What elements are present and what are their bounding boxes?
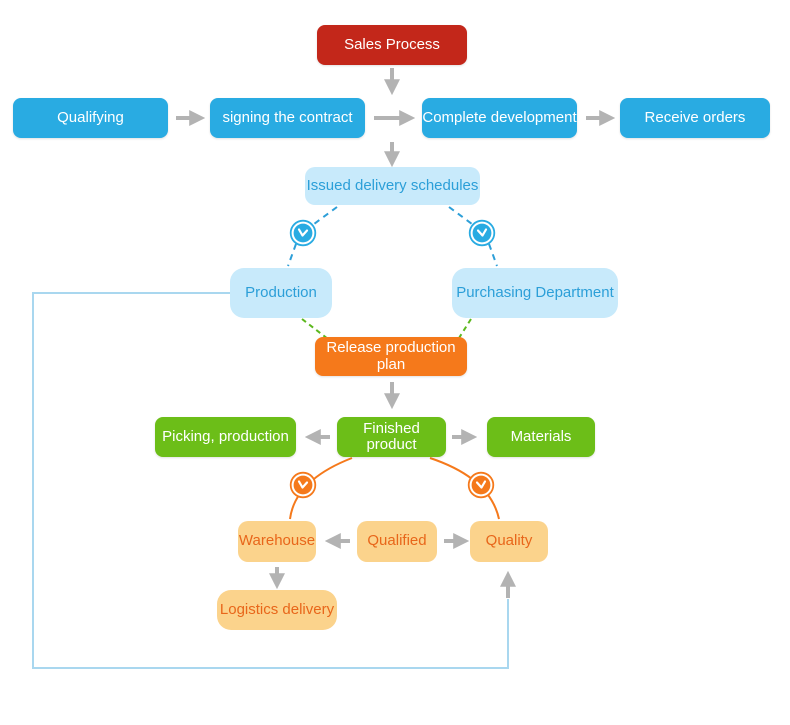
dash-clock-left-to-production: [287, 243, 297, 267]
node-complete-development: Complete development: [422, 98, 577, 138]
dash-issued-to-clock-left: [313, 206, 338, 225]
node-production: Production: [230, 268, 332, 318]
dash-purchasing-to-release: [458, 318, 472, 339]
node-materials: Materials: [487, 417, 595, 457]
node-picking-production: Picking, production: [155, 417, 296, 457]
node-quality: Quality: [470, 521, 548, 562]
node-purchasing-department: Purchasing Department: [452, 268, 618, 318]
clock-icon: [289, 471, 317, 499]
node-receive-orders: Receive orders: [620, 98, 770, 138]
dash-production-to-release: [301, 318, 329, 340]
clock-icon: [468, 219, 496, 247]
node-sales-process: Sales Process: [317, 25, 467, 65]
node-release-production-plan: Release production plan: [315, 337, 467, 376]
clock-icon: [467, 471, 495, 499]
node-finished-product: Finished product: [337, 417, 446, 457]
node-issued-delivery-schedules: Issued delivery schedules: [305, 167, 480, 205]
node-qualified: Qualified: [357, 521, 437, 562]
node-qualifying: Qualifying: [13, 98, 168, 138]
node-warehouse: Warehouse: [238, 521, 316, 562]
dash-clock-right-to-purchasing: [488, 243, 498, 267]
node-logistics-delivery: Logistics delivery: [217, 590, 337, 630]
node-signing-the-contract: signing the contract: [210, 98, 365, 138]
clock-icon: [289, 219, 317, 247]
